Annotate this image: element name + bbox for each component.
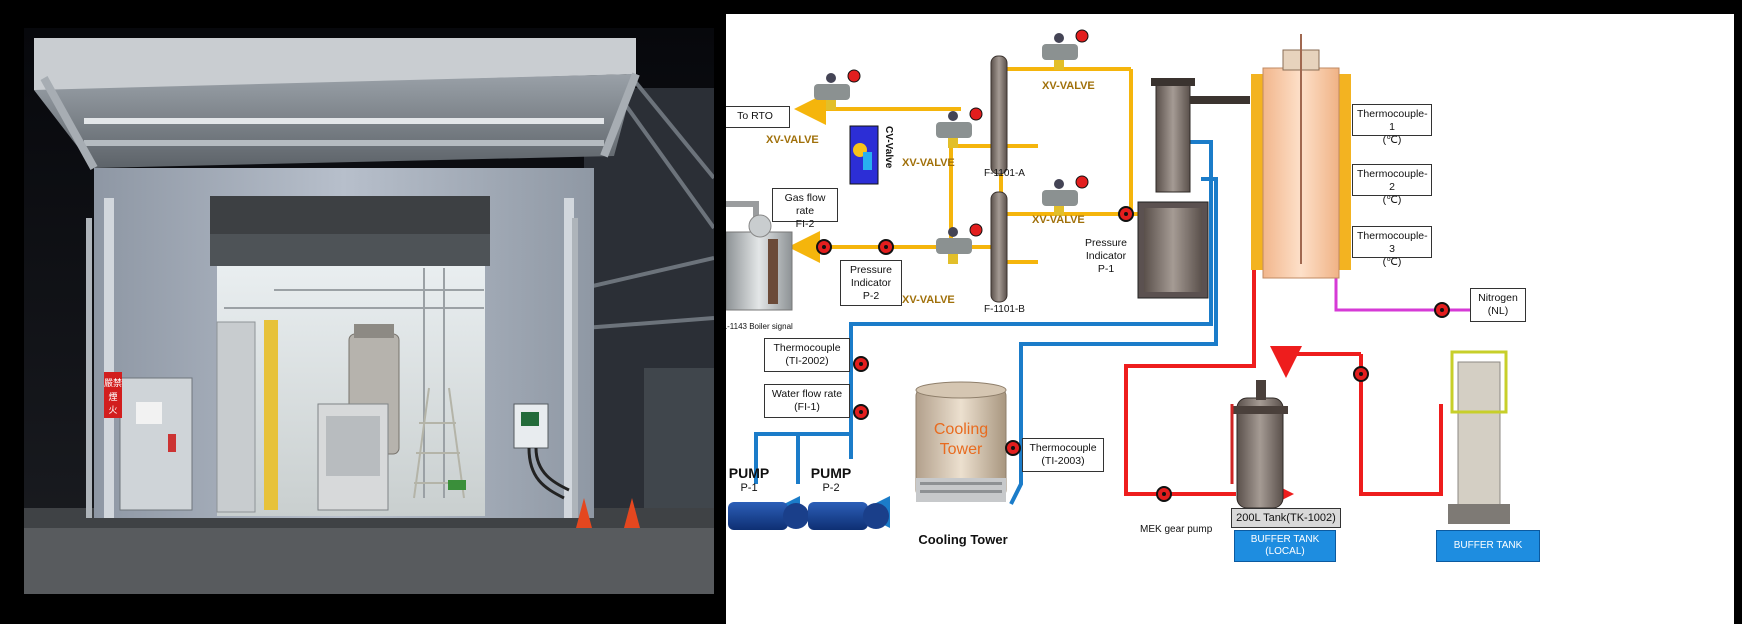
- xv-valve-label-3: XV-VALVE: [1042, 80, 1095, 92]
- cv-valve-label: CV-Valve: [883, 126, 894, 169]
- p2-line2: Indicator: [850, 277, 892, 289]
- pump1-id: P-1: [740, 482, 758, 494]
- facility-photo-drawing: 嚴禁 煙 火: [24, 28, 716, 594]
- indicator-dots: [816, 206, 1450, 502]
- gas-flow-line1: Gas flow rate: [784, 192, 826, 217]
- filter-f1101a: [990, 55, 1008, 175]
- tower-text-2: Tower: [940, 441, 983, 458]
- xv-valve-label-1: XV-VALVE: [766, 134, 819, 146]
- buffer-tank-tag: BUFFER TANK: [1436, 530, 1540, 562]
- buffer-local-line2: (LOCAL): [1265, 546, 1305, 557]
- ti2003-line1: Thermocouple: [1029, 442, 1097, 454]
- pump2-title: PUMP: [810, 465, 852, 481]
- xv-valve-label-5: XV-VALVE: [902, 294, 955, 306]
- to-rto-label: To RTO: [726, 106, 790, 128]
- ti2002-box: Thermocouple (TI-2002): [764, 338, 850, 372]
- fi1-line2: (FI-1): [794, 401, 820, 413]
- tc2-line1: Thermocouple-2: [1357, 168, 1428, 193]
- ti2002-line2: (TI-2002): [785, 355, 829, 367]
- tc1-line2: (℃): [1382, 134, 1402, 146]
- tc3-line1: Thermocouple-3: [1357, 230, 1428, 255]
- ti2002-line1: Thermocouple: [773, 342, 841, 354]
- p2-line1: Pressure: [849, 264, 892, 276]
- thermocouple-1-box: Thermocouple-1 (℃): [1352, 104, 1432, 146]
- cooling-tower-label: Cooling Tower: [918, 532, 1008, 547]
- ti2003-line2: (TI-2003): [1041, 455, 1085, 467]
- tc2-line2: (℃): [1382, 194, 1402, 206]
- ti2003-box: Thermocouple (TI-2003): [1022, 438, 1104, 472]
- heated-reactor: [1251, 34, 1351, 279]
- boiler: [726, 214, 793, 311]
- svg-text:火: 火: [108, 405, 117, 415]
- no-fire-sign: 嚴禁: [104, 378, 122, 388]
- psl-label: PSL-1143 Boiler signal: [726, 322, 793, 331]
- thermocouple-2-box: Thermocouple-2 (℃): [1352, 164, 1432, 206]
- p1-line2: Indicator: [1085, 250, 1127, 262]
- f1101b-label: F-1101-B: [984, 304, 1025, 315]
- p1-line3: P-1: [1097, 263, 1115, 275]
- tank-200l-label: 200L Tank(TK-1002): [1231, 508, 1341, 528]
- pump2-id: P-2: [822, 482, 840, 494]
- svg-text:煙: 煙: [108, 392, 117, 402]
- xv-valve-actuators: [814, 29, 1089, 264]
- gas-flow-line2: FI-2: [795, 218, 815, 230]
- gas-flow-rate-box: Gas flow rate FI-2: [772, 188, 838, 230]
- p1-line1: Pressure: [1084, 237, 1127, 249]
- buffer-tank-graphic: [1448, 350, 1510, 524]
- pump-p1-graphic: [728, 502, 809, 530]
- f1101a-label: F-1101-A: [984, 168, 1025, 179]
- pressure-p2-box: Pressure Indicator P-2: [840, 260, 902, 306]
- facility-photo: 嚴禁 煙 火: [24, 28, 716, 594]
- fi1-box: Water flow rate (FI-1): [764, 384, 850, 418]
- buffer-local-line1: BUFFER TANK: [1250, 534, 1320, 545]
- filter-f1101b: [990, 191, 1008, 303]
- nitrogen-line1: Nitrogen: [1478, 292, 1518, 304]
- pump-p2-label: PUMP P-2: [806, 466, 856, 496]
- tank-200l-graphic: [1230, 380, 1288, 509]
- pump-p1-label: PUMP P-1: [726, 466, 774, 496]
- tc1-line1: Thermocouple-1: [1357, 108, 1428, 133]
- nitrogen-box: Nitrogen (NL): [1470, 288, 1526, 322]
- xv-valve-label-4: XV-VALVE: [1032, 214, 1085, 226]
- pump1-title: PUMP: [728, 465, 770, 481]
- tower-text-1: Cooling: [934, 421, 988, 438]
- pump-p2-graphic: [808, 502, 889, 530]
- p2-line3: P-2: [862, 290, 880, 302]
- xv-valve-label-2: XV-VALVE: [902, 157, 955, 169]
- mek-gear-pump-label: MEK gear pump: [1140, 524, 1213, 535]
- thermocouple-3-box: Thermocouple-3 (℃): [1352, 226, 1432, 268]
- tc3-line2: (℃): [1382, 256, 1402, 268]
- reactor-column: [1137, 78, 1250, 299]
- process-diagram: Cooling Tower: [726, 14, 1734, 624]
- nitrogen-line2: (NL): [1487, 305, 1509, 317]
- cv-valve: [849, 125, 879, 185]
- pipe-network: Cooling Tower: [726, 29, 1510, 530]
- buffer-tank-local-tag: BUFFER TANK (LOCAL): [1234, 530, 1336, 562]
- fi1-line1: Water flow rate: [771, 388, 843, 400]
- cooling-tower-graphic: Cooling Tower: [915, 381, 1007, 502]
- pressure-p1-box: Pressure Indicator P-1: [1078, 234, 1134, 280]
